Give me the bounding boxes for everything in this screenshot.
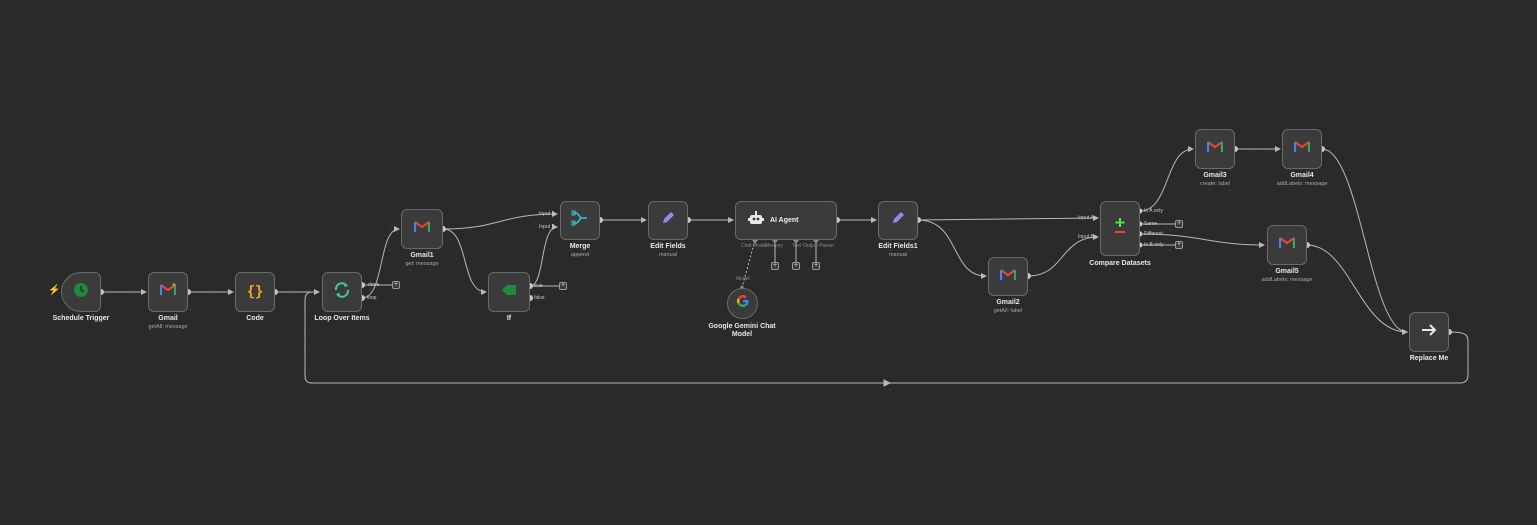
- node-loop-over-items[interactable]: [322, 272, 362, 312]
- node-title: Compare Datasets: [1089, 260, 1151, 267]
- gmail-icon: [1206, 140, 1224, 158]
- node-title: Gmail3: [1203, 172, 1227, 179]
- node-gmail2[interactable]: [988, 257, 1028, 296]
- node-compare-datasets[interactable]: [1100, 201, 1140, 256]
- port-label-input-a: Input A: [1078, 215, 1094, 221]
- gmail-icon: [413, 220, 431, 238]
- port-label-in-a-only: In A only: [1144, 208, 1163, 214]
- node-subtitle: getAll: message: [148, 324, 188, 330]
- node-title: Gmail5: [1275, 268, 1299, 275]
- gmail-icon: [999, 268, 1017, 286]
- node-merge[interactable]: [560, 201, 600, 240]
- merge-icon: [571, 210, 589, 231]
- robot-icon: [748, 211, 764, 230]
- add-output-parser-button[interactable]: +: [812, 262, 820, 270]
- port-label-input2: Input 2: [539, 224, 555, 230]
- port-label-false: false: [534, 295, 545, 301]
- node-title: AI Agent: [770, 217, 799, 224]
- node-gmail5[interactable]: [1267, 225, 1307, 265]
- port-label-memory: Memory: [765, 243, 784, 249]
- node-subtitle: manual: [888, 252, 908, 258]
- port-label-same: Same: [1144, 221, 1158, 227]
- node-gmail3[interactable]: [1195, 129, 1235, 169]
- node-title-line1: Google Gemini Chat: [708, 323, 776, 330]
- port-label-loop: loop: [367, 295, 377, 301]
- node-title: Schedule Trigger: [52, 315, 110, 322]
- port-label-in-b-only: In B only: [1144, 242, 1164, 248]
- add-node-button[interactable]: +: [392, 281, 400, 289]
- add-memory-button[interactable]: +: [771, 262, 779, 270]
- if-icon: [501, 283, 517, 302]
- gmail-icon: [1278, 236, 1296, 254]
- node-subtitle: append: [570, 252, 590, 258]
- node-title: Merge: [569, 243, 591, 250]
- node-replace-me[interactable]: [1409, 312, 1449, 352]
- node-title: Gmail1: [410, 252, 434, 259]
- add-node-button[interactable]: +: [1175, 241, 1183, 249]
- loop-icon: [333, 281, 351, 304]
- node-title: Gmail4: [1290, 172, 1314, 179]
- port-label-chat-model: Chat Model: [741, 243, 767, 249]
- port-label-input1: Input 1: [539, 211, 555, 217]
- node-gmail[interactable]: [148, 272, 188, 312]
- port-label-different: Different: [1144, 231, 1163, 237]
- trigger-bolt-icon: ⚡: [48, 285, 61, 296]
- node-subtitle: addLabels: message: [1261, 277, 1313, 283]
- add-tool-button[interactable]: +: [792, 262, 800, 270]
- node-title: Gmail2: [996, 299, 1020, 306]
- arrow-right-icon: [1421, 323, 1437, 342]
- gmail-icon: [1293, 140, 1311, 158]
- node-gmail4[interactable]: [1282, 129, 1322, 169]
- gmail-icon: [159, 283, 177, 301]
- node-title: Gmail: [158, 315, 178, 322]
- node-title: Loop Over Items: [314, 315, 370, 322]
- node-edit-fields1[interactable]: [878, 201, 918, 240]
- node-subtitle: addLabels: message: [1276, 181, 1328, 187]
- compare-icon: [1112, 216, 1128, 241]
- node-ai-agent[interactable]: AI Agent: [735, 201, 837, 240]
- node-subtitle: get: message: [405, 261, 439, 267]
- node-title: Edit Fields: [650, 243, 686, 250]
- node-if[interactable]: [488, 272, 530, 312]
- port-label-model: Model: [736, 276, 750, 282]
- node-subtitle: create: label: [1200, 181, 1230, 187]
- pencil-icon: [660, 210, 676, 231]
- google-icon: [736, 294, 750, 313]
- node-title: If: [506, 315, 512, 322]
- node-google-gemini-chat-model[interactable]: [727, 288, 758, 319]
- node-title: Code: [246, 315, 264, 322]
- port-label-input-b: Input B: [1078, 234, 1094, 240]
- node-title: Edit Fields1: [878, 243, 918, 250]
- pencil-icon: [890, 210, 906, 231]
- node-schedule-trigger[interactable]: [61, 272, 101, 312]
- node-subtitle: getAll: label: [993, 308, 1023, 314]
- port-label-tool: Tool: [792, 243, 802, 249]
- node-subtitle: manual: [658, 252, 678, 258]
- clock-icon: [73, 282, 89, 303]
- node-gmail1[interactable]: [401, 209, 443, 249]
- code-braces-icon: {}: [246, 284, 264, 300]
- port-label-true: true: [534, 283, 543, 289]
- node-title-line2: Model: [731, 331, 753, 338]
- add-node-button[interactable]: +: [1175, 220, 1183, 228]
- node-code[interactable]: {}: [235, 272, 275, 312]
- node-title: Replace Me: [1409, 355, 1449, 362]
- add-node-button[interactable]: +: [559, 282, 567, 290]
- port-label-done: done: [368, 282, 380, 288]
- port-label-output-parser: Output Parser: [803, 243, 835, 249]
- node-edit-fields[interactable]: [648, 201, 688, 240]
